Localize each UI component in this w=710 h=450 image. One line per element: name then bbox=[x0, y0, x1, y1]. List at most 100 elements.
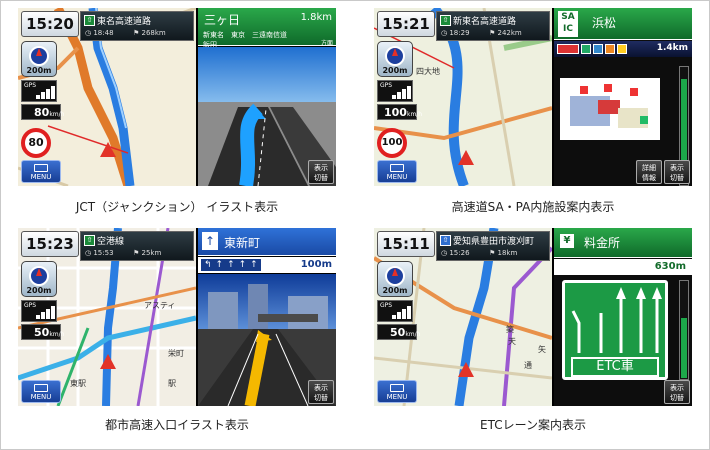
road-name: 愛知県豊田市渡刈町 bbox=[453, 237, 535, 247]
display-toggle-button[interactable]: 表示切替 bbox=[308, 380, 334, 404]
flag-icon: ⚑ bbox=[133, 29, 142, 37]
signal-bar-icon bbox=[402, 309, 406, 319]
speed-value: 50 bbox=[34, 326, 50, 339]
button-line-1: 詳細 bbox=[642, 164, 656, 172]
display-toggle-button[interactable]: 表示切替 bbox=[664, 160, 690, 184]
detail-info-button[interactable]: 詳細情報 bbox=[636, 160, 662, 184]
sa-facility-map bbox=[560, 78, 660, 140]
map-scale: 200m bbox=[26, 286, 52, 295]
highway-icon: ⇧ bbox=[84, 15, 95, 26]
menu-button[interactable]: MENU bbox=[21, 160, 61, 183]
menu-button[interactable]: MENU bbox=[377, 160, 417, 183]
map-place-label: 矢 bbox=[538, 345, 546, 354]
eta-info: ◷ 15:53 ⚑ 25km bbox=[85, 249, 161, 257]
lane-bar: ↰↑↑↑↑ 100m bbox=[198, 257, 336, 273]
clock-icon: ◷ bbox=[441, 249, 450, 257]
menu-icon bbox=[390, 384, 404, 392]
signal-bar-icon bbox=[392, 95, 396, 99]
signal-bar-icon bbox=[397, 312, 401, 319]
guidance-view: ↑ 東新町 ↰↑↑↑↑ 100m 表示切替 bbox=[198, 228, 336, 406]
eta-time: 15:53 bbox=[93, 249, 114, 257]
guidance-name: 三ヶ日 bbox=[204, 13, 241, 27]
road-name: 東名高速道路 bbox=[97, 17, 152, 27]
button-line-1: 表示 bbox=[670, 164, 684, 172]
etc-lane-board: ETC車 bbox=[562, 280, 668, 380]
remaining-distance: 18km bbox=[497, 249, 518, 257]
display-toggle-button[interactable]: 表示切替 bbox=[664, 380, 690, 404]
direction-arrow-icon: ↑ bbox=[202, 232, 218, 250]
signal-bar-icon bbox=[402, 89, 406, 99]
flag-icon: ⚑ bbox=[133, 249, 142, 257]
map-view[interactable]: アスティ 栄町 東駅 駅 15:23 ⇧ 空港線 ◷ 15:53 ⚑ 25km … bbox=[18, 228, 196, 406]
vehicle-position-icon bbox=[458, 150, 474, 165]
current-road-box: ⇧ 空港線 ◷ 15:53 ⚑ 25km bbox=[80, 231, 194, 261]
direction-suffix: 方面 bbox=[320, 40, 333, 47]
speed-limit-sign: 80 bbox=[21, 128, 51, 158]
speed-unit: km/h bbox=[405, 331, 421, 338]
map-place-label: 天 bbox=[508, 337, 516, 346]
gps-indicator: GPS bbox=[377, 300, 413, 322]
guidance-name: 東新町 bbox=[224, 236, 261, 250]
speed-display: 100km/h bbox=[377, 104, 422, 120]
clock: 15:23 bbox=[21, 231, 79, 257]
eta-info: ◷ 18:48 ⚑ 268km bbox=[85, 29, 166, 37]
guidance-view: 三ヶ日 1.8km 新東名 東京 三遠南信道飯田 方面 表示切替 bbox=[198, 8, 336, 186]
clock-icon: ◷ bbox=[85, 249, 94, 257]
signal-bar-icon bbox=[407, 86, 411, 99]
clock-icon: ◷ bbox=[85, 29, 94, 37]
compass-button[interactable]: 200m bbox=[21, 41, 57, 77]
speed-display: 50km/h bbox=[377, 324, 421, 340]
signal-bar-icon bbox=[51, 306, 55, 319]
current-road-box: ⇧ 愛知県豊田市渡刈町 ◷ 15:26 ⚑ 18km bbox=[436, 231, 550, 261]
vehicle-position-icon bbox=[458, 362, 474, 377]
clock: 15:21 bbox=[377, 11, 435, 37]
etc-lane-label: ETC車 bbox=[571, 357, 659, 377]
guidance-header: ¥ 料金所 bbox=[554, 228, 692, 258]
menu-button[interactable]: MENU bbox=[377, 380, 417, 403]
clock-icon: ◷ bbox=[441, 29, 450, 37]
compass-button[interactable]: 200m bbox=[21, 261, 57, 297]
signal-bar-icon bbox=[407, 306, 411, 319]
eta-info: ◷ 15:26 ⚑ 18km bbox=[441, 249, 517, 257]
map-place-label: 築 bbox=[506, 325, 514, 334]
button-line-2: 切替 bbox=[670, 394, 684, 402]
speed-value: 50 bbox=[390, 326, 406, 339]
menu-button[interactable]: MENU bbox=[21, 380, 61, 403]
road-name: 空港線 bbox=[97, 237, 125, 247]
guidance-distance: 100m bbox=[300, 259, 332, 270]
menu-label: MENU bbox=[386, 393, 408, 401]
display-toggle-button[interactable]: 表示切替 bbox=[308, 160, 334, 184]
lane-arrows-icon bbox=[571, 287, 662, 353]
distance-bar: 630m bbox=[554, 259, 692, 275]
button-line-1: 表示 bbox=[314, 384, 328, 392]
shop-icon bbox=[617, 44, 627, 54]
map-scale: 200m bbox=[26, 66, 52, 75]
signal-bar-icon bbox=[36, 315, 40, 319]
clock: 15:20 bbox=[21, 11, 79, 37]
guidance-name: 料金所 bbox=[584, 236, 621, 250]
compass-button[interactable]: 200m bbox=[377, 261, 413, 297]
map-view[interactable]: 築 天 通 矢 15:11 ⇧ 愛知県豊田市渡刈町 ◷ 15:26 ⚑ 18km… bbox=[374, 228, 552, 406]
guidance-name: 浜松 bbox=[592, 16, 617, 30]
guidance-distance: 1.4km bbox=[656, 43, 688, 53]
gps-label: GPS bbox=[380, 302, 393, 309]
button-line-1: 表示 bbox=[314, 164, 328, 172]
distance-gauge bbox=[679, 66, 689, 186]
signal-bar-icon bbox=[36, 95, 40, 99]
ic-tag: IC bbox=[563, 24, 573, 34]
map-view[interactable]: 四大地 15:21 ⇧ 新東名高速道路 ◷ 18:29 ⚑ 242km 200m… bbox=[374, 8, 552, 186]
guidance-distance: 1.8km bbox=[300, 12, 332, 23]
remaining-distance: 25km bbox=[141, 249, 162, 257]
menu-label: MENU bbox=[30, 173, 52, 181]
compass-button[interactable]: 200m bbox=[377, 41, 413, 77]
map-place-label: 栄町 bbox=[168, 349, 184, 358]
speed-display: 80km/h bbox=[21, 104, 64, 120]
guidance-view: ¥ 料金所 630m ETC車 表示切替 bbox=[554, 228, 692, 406]
map-place-label: 東駅 bbox=[70, 379, 86, 388]
north-needle-icon bbox=[392, 48, 398, 56]
panel-sa-pa: 四大地 15:21 ⇧ 新東名高速道路 ◷ 18:29 ⚑ 242km 200m… bbox=[374, 8, 692, 186]
map-view[interactable]: 15:20 ⇧ 東名高速道路 ◷ 18:48 ⚑ 268km 200m GPS … bbox=[18, 8, 196, 186]
general-road-icon: ⇧ bbox=[440, 235, 451, 246]
compass-icon bbox=[29, 266, 49, 286]
